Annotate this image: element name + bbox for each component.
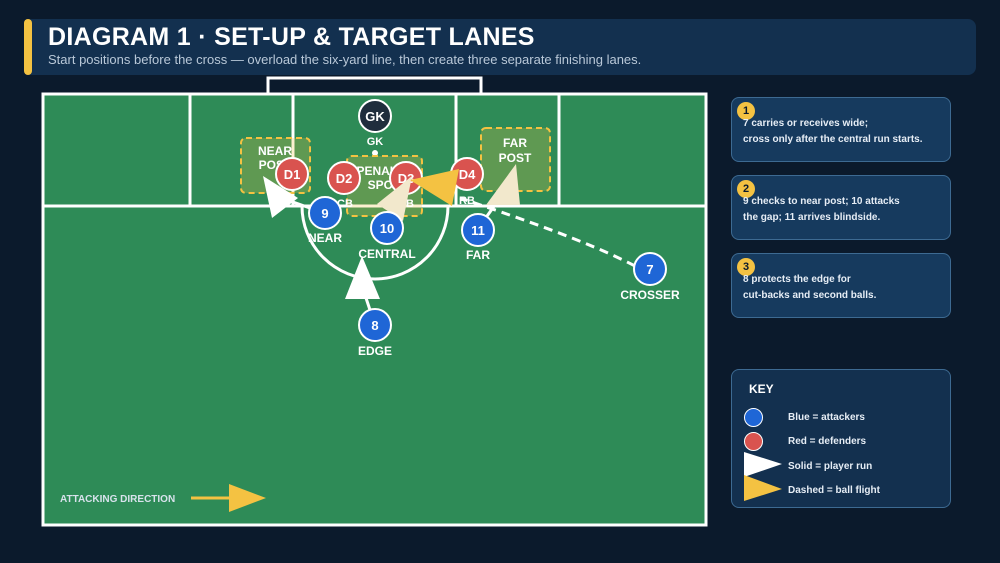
attacker-9-label: NEAR [308,231,342,245]
note-card-2: 2 9 checks to near post; 10 attacks the … [731,175,951,240]
run-arrowhead-11 [486,164,520,205]
run-arrowhead-9 [263,176,298,218]
note-1-line-2: cross only after the central run starts. [743,134,923,145]
key-item-dashed: Dashed = ball flight [788,485,880,496]
note-2-line-1: 9 checks to near post; 10 attacks [743,196,900,207]
attacker-8-text: 8 [371,318,378,333]
attacker-7-text: 7 [646,262,653,277]
defender-d4: D4 [450,157,484,191]
key-item-attackers: Blue = attackers [788,412,865,423]
attacker-8: 8 [358,308,392,342]
goalkeeper-label: GK [367,136,384,148]
defender-swatch-icon [744,432,763,451]
attacker-9-text: 9 [321,206,328,221]
key-title: KEY [749,382,774,396]
defender-d2: D2 [327,161,361,195]
solid-run-arrow-icon [744,452,782,477]
near-post-zone-label-1: NEAR [258,144,292,158]
note-3-line-1: 8 protects the edge for [743,274,851,285]
run-arrowhead-10 [377,176,412,221]
attacker-7: 7 [633,252,667,286]
attacker-11: 11 [461,213,495,247]
attacker-10-text: 10 [380,221,394,236]
ball-flight-arrowhead [410,169,459,206]
header: DIAGRAM 1 · SET-UP & TARGET LANES Start … [24,19,976,75]
penalty-arc [300,205,450,281]
key-item-defenders: Red = defenders [788,436,867,447]
far-post-zone [480,127,551,192]
note-text-1: 7 carries or receives wide; cross only a… [743,116,943,148]
attacker-11-label: FAR [466,248,490,262]
defender-d2-text: D2 [336,171,353,186]
note-2-line-2: the gap; 11 arrives blindside. [743,212,881,223]
key-item-solid: Solid = player run [788,461,873,472]
attacker-swatch-icon [744,408,763,427]
defender-d2-label: CB [337,198,353,210]
penalty-spot-mark [372,150,378,156]
run-arrowhead-8 [345,256,380,299]
far-post-zone-label-1: FAR [503,136,527,150]
attacker-9: 9 [308,196,342,230]
note-number-2: 2 [737,180,755,198]
far-post-zone-label-2: POST [499,151,532,165]
attacking-direction-arrowhead [229,484,266,512]
attacker-11-text: 11 [471,223,485,238]
note-card-1: 1 7 carries or receives wide; cross only… [731,97,951,162]
dashed-ball-arrow-icon [744,475,782,501]
attacker-8-label: EDGE [358,344,392,358]
note-number-3: 3 [737,258,755,276]
attacker-10-label: CENTRAL [358,247,415,261]
page-title: DIAGRAM 1 · SET-UP & TARGET LANES [48,23,535,51]
header-accent-bar [24,19,32,75]
defender-d4-text: D4 [459,167,476,182]
goalkeeper-marker-text: GK [365,109,385,124]
note-text-2: 9 checks to near post; 10 attacks the ga… [743,194,943,226]
page-subtitle: Start positions before the cross — overl… [48,52,642,67]
ball-flight-path [459,196,636,268]
goal [266,76,483,94]
attacking-direction-label: ATTACKING DIRECTION [60,494,175,505]
note-card-3: 3 8 protects the edge for cut-backs and … [731,253,951,318]
key-panel: KEY Blue = attackers Red = defenders Sol… [731,369,951,508]
note-text-3: 8 protects the edge for cut-backs and se… [743,272,943,304]
attacker-10: 10 [370,211,404,245]
note-number-1: 1 [737,102,755,120]
defender-d1-text: D1 [284,167,301,182]
key-arrow-icons [744,452,782,501]
attacker-7-label: CROSSER [620,288,680,302]
note-3-line-2: cut-backs and second balls. [743,290,877,301]
note-1-line-1: 7 carries or receives wide; [743,118,869,129]
goalkeeper-marker: GK [358,99,392,133]
defender-d1: D1 [275,157,309,191]
